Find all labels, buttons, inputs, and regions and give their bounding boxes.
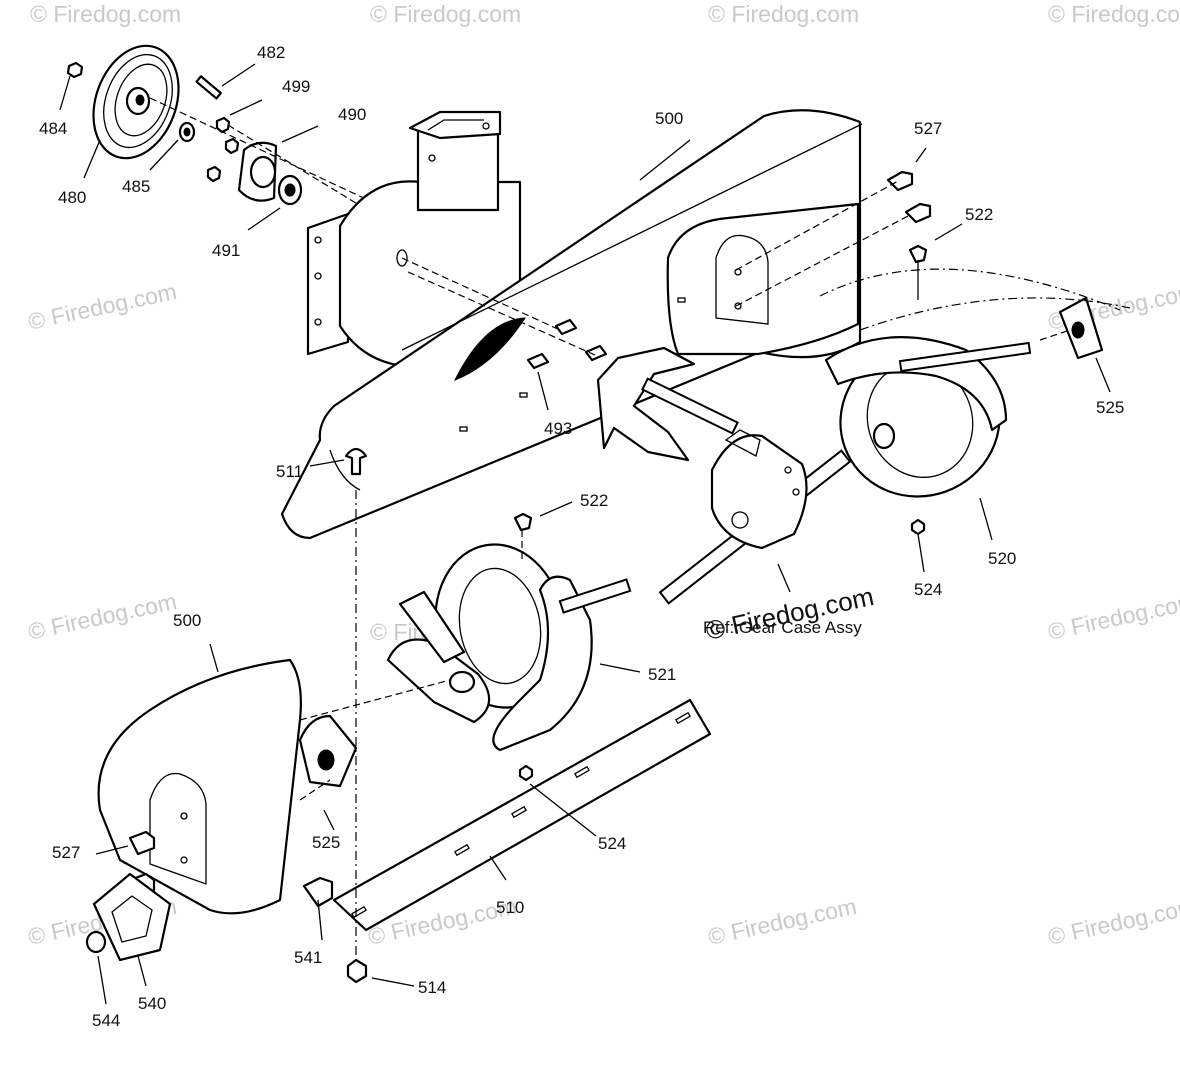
callout-510: 510 <box>496 898 524 917</box>
watermark: © Firedog.com <box>1046 893 1180 950</box>
plate-540 <box>92 872 172 962</box>
callout-520: 520 <box>988 549 1016 568</box>
bolt-522-mid <box>513 512 533 532</box>
callout-525-left: 525 <box>312 833 340 852</box>
reference-label: Ref: Gear Case Assy <box>703 618 862 637</box>
auger-left-521 <box>386 512 632 782</box>
bolt-493 <box>526 352 550 370</box>
shave-plate-510 <box>332 490 712 984</box>
callout-493: 493 <box>544 419 572 438</box>
callout-482: 482 <box>257 43 285 62</box>
callout-500-bottom: 500 <box>173 611 201 630</box>
key-482 <box>195 75 222 100</box>
gear-case-assembly <box>596 346 852 605</box>
callouts: 482 499 490 484 485 480 491 500 527 522 … <box>39 43 1124 1030</box>
callout-511: 511 <box>276 462 303 481</box>
callout-522-mid: 522 <box>580 491 608 510</box>
callout-522-top: 522 <box>965 205 993 224</box>
bearing-assembly <box>149 97 401 231</box>
housing-500-bottom <box>85 658 451 962</box>
callout-540: 540 <box>138 994 166 1013</box>
nut-514 <box>346 958 368 984</box>
callout-544: 544 <box>92 1011 120 1030</box>
callout-491: 491 <box>212 241 240 260</box>
carriage-bolt-511 <box>344 447 368 476</box>
chute-base <box>416 122 500 212</box>
callout-490: 490 <box>338 105 366 124</box>
auger-right-520 <box>819 268 1131 536</box>
nut-484 <box>66 61 84 79</box>
callout-527-bottom: 527 <box>52 843 80 862</box>
callout-524-right: 524 <box>914 580 942 599</box>
paddle-impeller <box>596 346 696 462</box>
nut-544 <box>85 930 107 954</box>
callout-527-top: 527 <box>914 119 942 138</box>
callout-524-mid: 524 <box>598 834 626 853</box>
watermark: © Firedog.com <box>370 1 521 27</box>
callout-525-right: 525 <box>1096 398 1124 417</box>
watermark: © Firedog.com <box>26 278 179 335</box>
callout-485: 485 <box>122 177 150 196</box>
callout-521: 521 <box>648 665 676 684</box>
bolt-527-bottom <box>128 830 156 856</box>
pulley-assembly <box>66 44 222 160</box>
callout-514: 514 <box>418 978 446 997</box>
bolt-527-top <box>886 170 914 192</box>
callout-541: 541 <box>294 948 322 967</box>
watermark: © Firedog.com <box>1046 588 1180 645</box>
housing-end-cap <box>666 202 860 356</box>
watermark: © Firedog.com <box>30 1 181 27</box>
nut-524-mid <box>518 764 534 782</box>
leader-lines <box>59 63 1111 1005</box>
callout-500-top: 500 <box>655 109 683 128</box>
fasteners-upper <box>401 170 932 370</box>
watermark: © Firedog.com <box>1048 1 1180 27</box>
callout-499: 499 <box>282 77 310 96</box>
watermark: © Firedog.com <box>708 1 859 27</box>
watermark: © Firedog.com <box>26 588 179 645</box>
bolt-499 <box>215 116 231 134</box>
callout-480: 480 <box>58 188 86 207</box>
callout-484: 484 <box>39 119 67 138</box>
housing-opening <box>453 317 526 381</box>
bolt-522-top <box>908 244 928 264</box>
nut-524-right <box>910 518 926 536</box>
watermark: © Firedog.com <box>706 893 859 950</box>
gear-case <box>710 434 808 550</box>
bolt-541 <box>302 876 334 908</box>
